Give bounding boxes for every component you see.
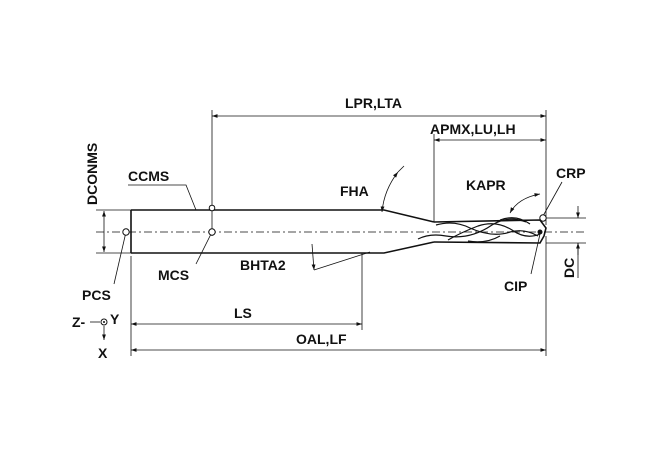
dc-dimension xyxy=(546,206,586,278)
crp-leader xyxy=(542,181,563,217)
pcs-point xyxy=(122,228,130,236)
ls-label: LS xyxy=(234,305,252,321)
mcs-label: MCS xyxy=(158,267,189,283)
fha-label: FHA xyxy=(340,183,369,199)
bhta2-label: BHTA2 xyxy=(240,257,286,273)
apmx-dimension xyxy=(433,134,546,222)
dconms-dimension xyxy=(96,209,131,254)
ccms-leader xyxy=(128,184,197,211)
ccms-label: CCMS xyxy=(128,168,169,184)
oal-lf-label: OAL,LF xyxy=(296,331,347,347)
kapr-label: KAPR xyxy=(466,177,506,193)
bhta2-angle xyxy=(311,243,316,271)
axis-x-label: X xyxy=(98,345,108,361)
lpr-lta-dimension xyxy=(211,110,547,236)
oal-lf-dimension xyxy=(131,236,547,356)
axis-z-label: Z- xyxy=(72,314,86,330)
fha-angle-arc xyxy=(380,171,399,213)
coordinate-axes xyxy=(90,318,108,340)
apmx-lu-lh-label: APMX,LU,LH xyxy=(430,121,516,137)
dc-label: DC xyxy=(561,258,577,278)
tool-outline xyxy=(130,209,547,254)
axis-y-label: Y xyxy=(110,311,120,327)
pcs-label: PCS xyxy=(82,287,111,303)
cip-leader xyxy=(530,233,541,275)
mcs-point xyxy=(208,228,216,236)
dconms-label: DCONMS xyxy=(84,143,100,205)
flute-grooves xyxy=(417,217,541,243)
pcs-leader xyxy=(113,231,127,285)
kapr-angle-arc xyxy=(509,193,541,214)
ls-dimension xyxy=(130,253,363,356)
crp-point xyxy=(539,214,547,222)
mcs-leader xyxy=(195,231,213,265)
crp-label: CRP xyxy=(556,165,586,181)
lpr-lta-label: LPR,LTA xyxy=(345,95,402,111)
ccms-point xyxy=(208,204,216,212)
cip-label: CIP xyxy=(504,278,527,294)
cip-point xyxy=(537,229,543,235)
